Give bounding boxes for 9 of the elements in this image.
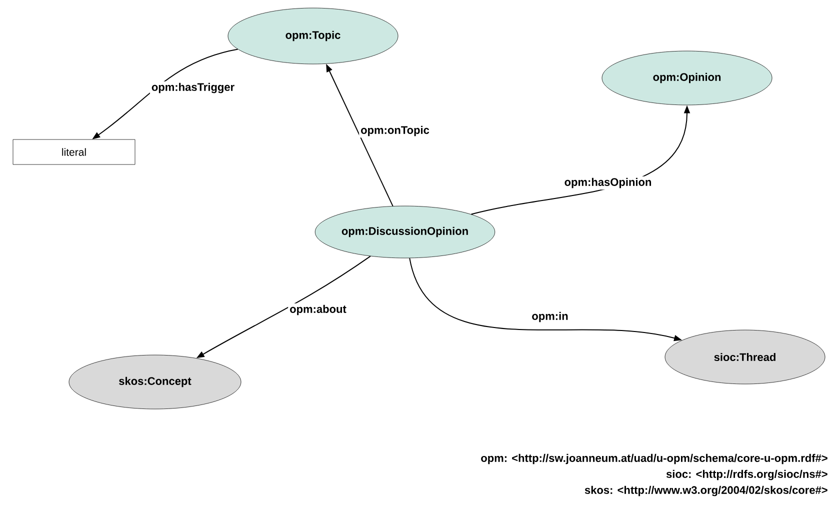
literal-box: literal [12, 139, 136, 165]
edge-label: opm:onTopic [359, 124, 431, 138]
edge-label: opm:about [288, 303, 348, 317]
edge-label: opm:hasTrigger [150, 81, 236, 95]
edge-label: opm:in [530, 310, 570, 324]
edge-label: opm:hasOpinion [562, 176, 654, 190]
namespace-text: skos: <http://www.w3.org/2004/02/skos/core#> [584, 486, 828, 496]
namespace-text: sioc: <http://rdfs.org/sioc/ns#> [666, 470, 828, 480]
namespace-text: opm: <http://sw.joanneum.at/uad/u-opm/schema/core-u-opm.rdf#> [481, 454, 828, 464]
